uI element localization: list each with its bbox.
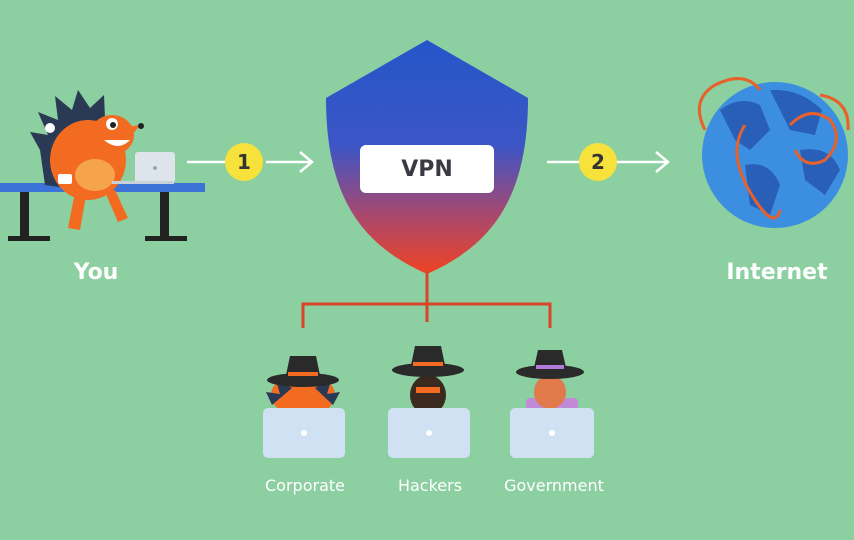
step-1-badge: 1	[225, 143, 263, 181]
government-observer-icon	[510, 350, 594, 458]
hedgehog-user-icon	[30, 90, 144, 230]
government-label: Government	[504, 476, 604, 495]
hacker-observer-icon	[388, 346, 470, 458]
step-2-badge: 2	[579, 143, 617, 181]
corporate-label: Corporate	[265, 476, 345, 495]
hackers-label: Hackers	[397, 476, 463, 495]
user-laptop-icon	[112, 152, 175, 184]
observer-connectors	[301, 270, 552, 328]
internet-globe-icon	[697, 77, 850, 228]
arrow-to-internet	[547, 151, 670, 173]
arrow-to-vpn	[187, 151, 314, 173]
vpn-label: VPN	[360, 145, 494, 193]
you-label: You	[73, 260, 119, 285]
corporate-observer-icon	[263, 356, 345, 458]
internet-label: Internet	[726, 260, 828, 285]
